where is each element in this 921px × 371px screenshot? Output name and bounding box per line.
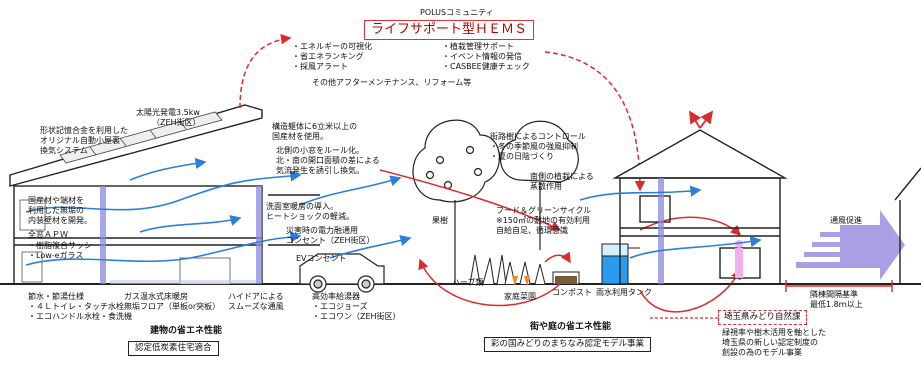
garden-caption: 街や庭の省エネ性能 <box>530 322 612 332</box>
floor-heating <box>110 280 256 284</box>
window-items: ・樹脂複合サッシ ・Low-eガラス <box>28 241 92 260</box>
south-plants-note: 南側の植栽による 蒸散作用 <box>530 172 594 191</box>
right-air-arrows <box>579 185 762 259</box>
local-wood-note: 国産材や端材を 利用した無垢の 内装壁材を開発。 <box>28 196 92 225</box>
window-apw-label: 全窓ＡＰＷ <box>28 230 68 239</box>
feature-item: ・植栽管理サポート <box>442 42 514 51</box>
solar-label: 太陽光発電3.5kw <box>136 108 200 117</box>
feature-item: ・エネルギーの可視化 <box>292 42 372 51</box>
spacing-note: 隣棟間隔基準 最低1.8ｍ以上 <box>810 290 863 309</box>
water-saving-note: 節水・節湯仕様 ・４Ｌトイレ・タッチ水栓 ・エコハンドル水栓・食洗機 <box>28 292 132 321</box>
feature-item: ・採風アラート <box>292 62 348 71</box>
hyde-door-note: ハイドアによる スムーズな通風 <box>228 292 284 311</box>
hems-title: ライフサポート型ＨＥＭＳ <box>364 20 535 40</box>
structure-note: 構造躯体に6立米以上の 国産材を使用。 <box>272 122 358 141</box>
right-house-posts <box>658 178 664 284</box>
cycle-arrows <box>379 169 742 313</box>
herb-label: ハーブ類 <box>452 278 484 287</box>
garden-certificate: 彩の国みどりのまちなみ認定モデル事業 <box>484 337 652 352</box>
car <box>299 253 385 293</box>
street-trees-note: 街路樹によるコントロール ・冬の季節風の強風抑制 ・夏の日陰づくり <box>490 132 586 161</box>
features-left: ・エネルギーの可視化 ・省エネランキング ・採風アラート <box>292 42 372 72</box>
feature-item: ・イベント情報の発信 <box>442 52 522 61</box>
features-more: その他アフターメンテナンス、リフォーム等 <box>312 78 472 87</box>
compost-soil <box>555 276 577 284</box>
ventilation-label: 通風促進 <box>830 216 862 225</box>
solar-panels <box>59 111 223 164</box>
ev-outlet-label: EVコンセント <box>296 254 347 263</box>
feature-item: ・CASBEE健康チェック <box>442 62 530 71</box>
air-flow-arrows <box>25 157 412 266</box>
building-caption: 建物の省エネ性能 <box>150 326 223 336</box>
spacing-marker <box>785 280 893 292</box>
model-project-note: 緑視率や樹木活用を軸とした 埼玉県の新しい認定制度の 創設の為のモデル事業 <box>722 328 826 357</box>
feature-item: ・省エネランキング <box>292 52 364 61</box>
kitchen-unit <box>19 199 231 285</box>
rain-tank-label: 雨水利用タンク <box>596 288 652 297</box>
floor-heating-note: ガス温水式床暖房 無垢フロア（単板or突板） <box>124 292 221 311</box>
shape-memory-note: 形状記憶合金を利用した オリジナル自動小屋裏 換気システム <box>40 126 128 155</box>
structure-posts <box>100 186 262 284</box>
water-heater-note: 高効率給湯器 ・エコジョーズ ・エコワン（ZEH街区） <box>312 292 401 321</box>
community-label: POLUSコミュニティ <box>420 8 494 17</box>
garden <box>469 243 640 285</box>
right-house <box>612 129 788 285</box>
features-right: ・植栽管理サポート ・イベント情報の発信 ・CASBEE健康チェック <box>442 42 530 72</box>
trees <box>412 119 579 284</box>
disaster-outlet-note: 災害時の電力融通用 コンセント（ZEH街区） <box>286 226 375 245</box>
saitama-dept-label: 埼玉県みどり自然課 <box>718 310 807 325</box>
ventilation-stack <box>796 210 905 280</box>
washroom-note: 洗面室暖房の導入。 ヒートショックの軽減。 <box>266 202 354 221</box>
solar-sub-label: （ZEH街区） <box>152 118 201 127</box>
vegetable-label: 家庭菜園 <box>504 292 536 301</box>
food-green-note: フード＆グリーンサイクル ※150㎡の敷地の有効利用 自給自足、循環意識 <box>496 206 592 235</box>
fruit-tree-label: 果樹 <box>432 216 448 225</box>
compost-label: コンポスト <box>552 288 592 297</box>
vegetables <box>512 276 530 286</box>
north-window-note: 北側の小窓をルール化。 北・南の開口面積の差による 気流発生を誘引し換気。 <box>276 146 380 175</box>
person <box>735 240 743 278</box>
building-certificate: 認定低炭素住宅適合 <box>128 341 219 356</box>
roof-vent-arrows <box>689 110 714 129</box>
